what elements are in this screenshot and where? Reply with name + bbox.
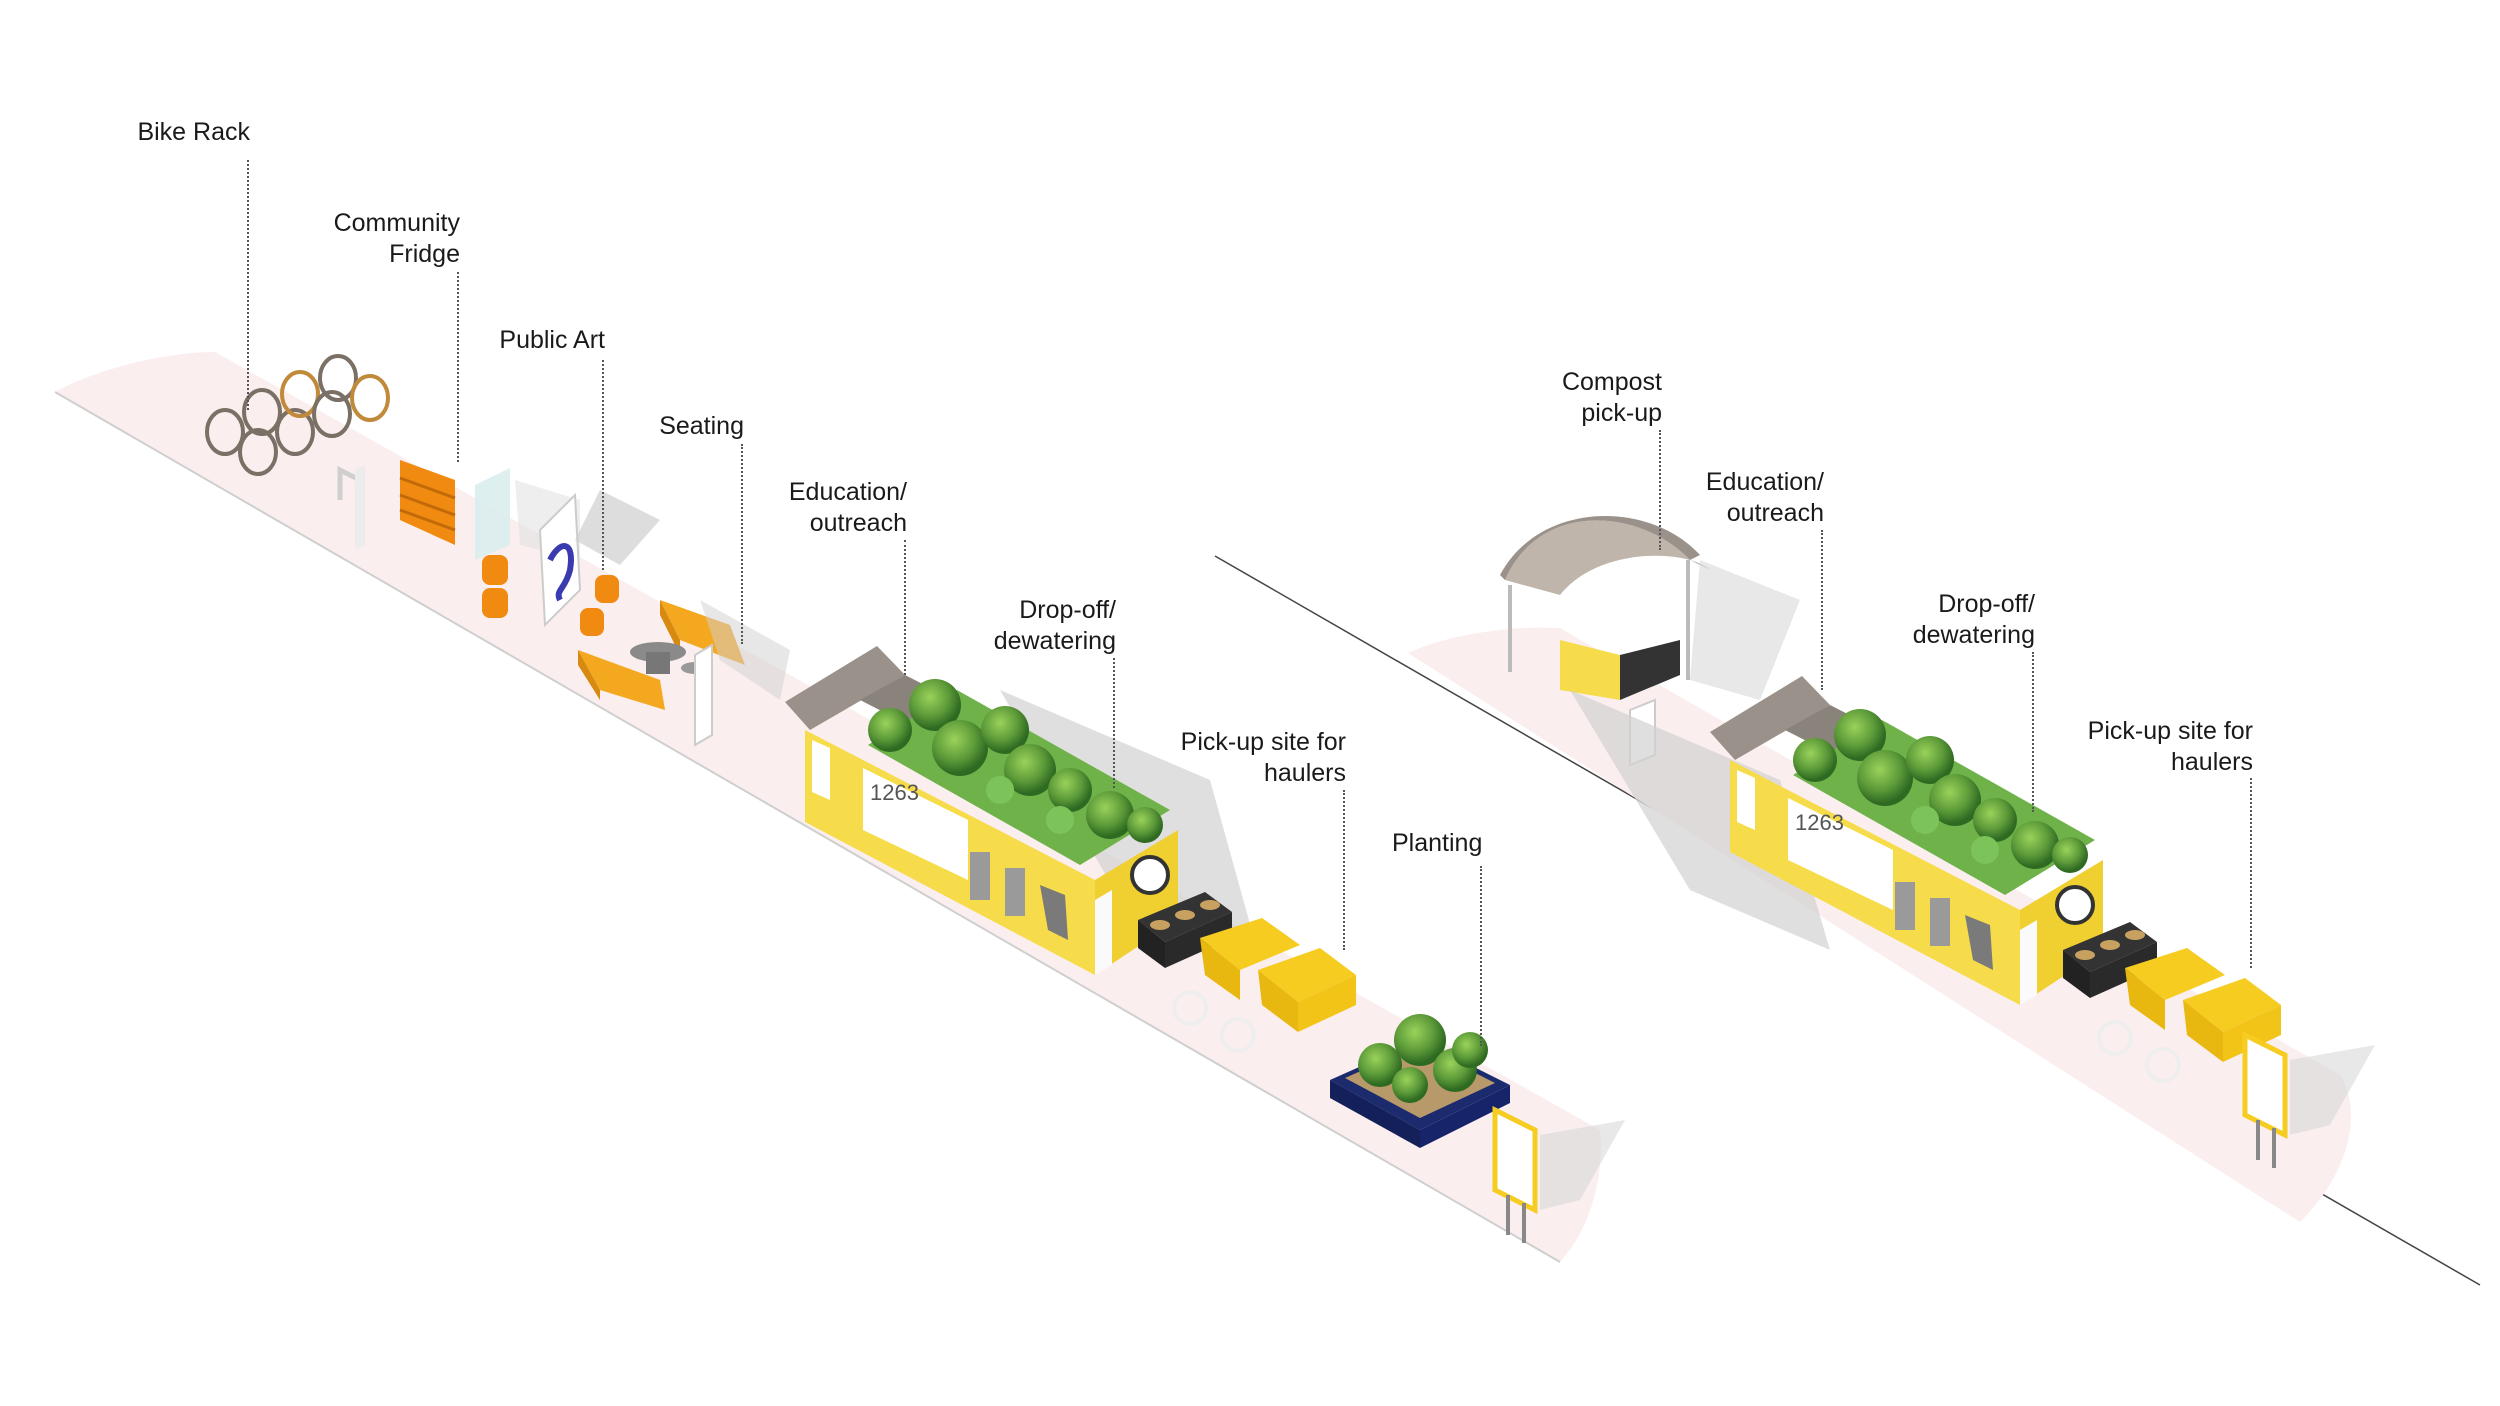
bike-rack: [205, 354, 390, 510]
seating: [578, 600, 790, 747]
leader-education-left: [904, 540, 906, 675]
left-kiosk: 1263: [785, 646, 1260, 975]
label-dropoff-left: Drop-off/ dewatering: [993, 596, 1116, 655]
leader-dropoff-left: [1113, 658, 1115, 788]
label-pickup-left: Pick-up site for haulers: [1180, 728, 1346, 787]
label-bike-rack: Bike Rack: [137, 118, 250, 146]
compost-shelter: [1500, 515, 1800, 767]
right-kiosk: 1263: [1570, 676, 2103, 1005]
leader-pickup-left: [1343, 790, 1345, 950]
leader-dropoff-right: [2032, 652, 2034, 812]
planting-bed: [1330, 1014, 1510, 1148]
label-dropoff-right: Drop-off/ dewatering: [1912, 590, 2035, 649]
label-seating: Seating: [659, 412, 744, 440]
label-planting: Planting: [1392, 829, 1483, 857]
leader-compost: [1659, 430, 1661, 550]
leader-bike-rack: [247, 160, 249, 410]
leader-community-fridge: [457, 272, 459, 462]
right-hauler-carts: [2097, 948, 2281, 1083]
stools: [482, 555, 619, 636]
label-community-fridge: Community Fridge: [333, 209, 460, 268]
left-hauler-carts: [1172, 918, 1356, 1053]
kiosk-number: 1263: [1795, 810, 1844, 835]
label-compost: Compost pick-up: [1561, 368, 1662, 427]
leader-public-art: [602, 360, 604, 570]
right-signpost: [2242, 1030, 2375, 1168]
right-dropoff-bins: [2063, 922, 2157, 998]
kiosk-number: 1263: [870, 780, 919, 805]
label-public-art: Public Art: [499, 326, 605, 354]
leader-seating: [741, 444, 743, 644]
label-education-left: Education/ outreach: [788, 478, 907, 537]
left-signpost: [1492, 1105, 1625, 1243]
public-art: [538, 490, 660, 628]
label-pickup-right: Pick-up site for haulers: [2087, 717, 2253, 776]
leader-planting: [1480, 866, 1482, 1046]
label-education-right: Education/ outreach: [1705, 468, 1824, 527]
leader-education-right: [1821, 530, 1823, 690]
left-dropoff-bins: [1138, 892, 1232, 968]
leader-pickup-right: [2250, 778, 2252, 968]
